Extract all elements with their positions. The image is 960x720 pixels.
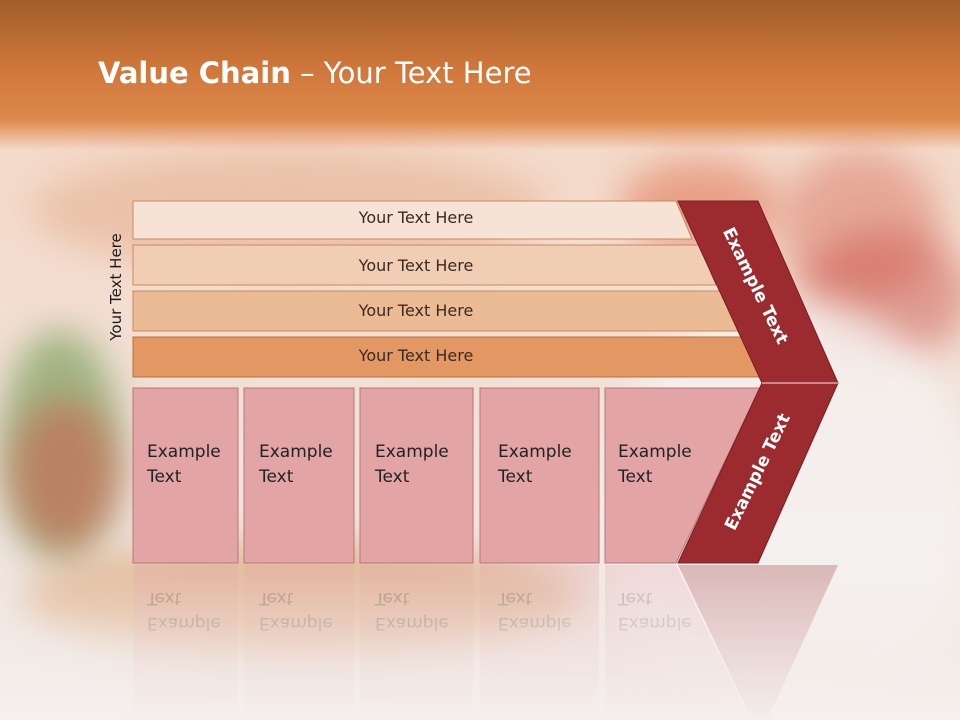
band-1	[132, 200, 693, 240]
cell-2	[243, 387, 355, 564]
cell-1	[132, 387, 239, 564]
title-rest: – Your Text Here	[290, 56, 532, 90]
title-bold: Value Chain	[98, 56, 291, 90]
band-2-label: Your Text Here	[358, 256, 474, 275]
band-4-label: Your Text Here	[358, 346, 474, 365]
band-1-label: Your Text Here	[358, 208, 474, 227]
cell-4	[479, 387, 600, 564]
reflection-fade	[0, 565, 960, 720]
cell-3	[359, 387, 474, 564]
band-2	[132, 244, 717, 286]
cell-5	[604, 387, 761, 564]
band-3-label: Your Text Here	[358, 301, 474, 320]
page-title: Value Chain – Your Text Here	[98, 56, 532, 90]
header-bar	[0, 0, 960, 150]
